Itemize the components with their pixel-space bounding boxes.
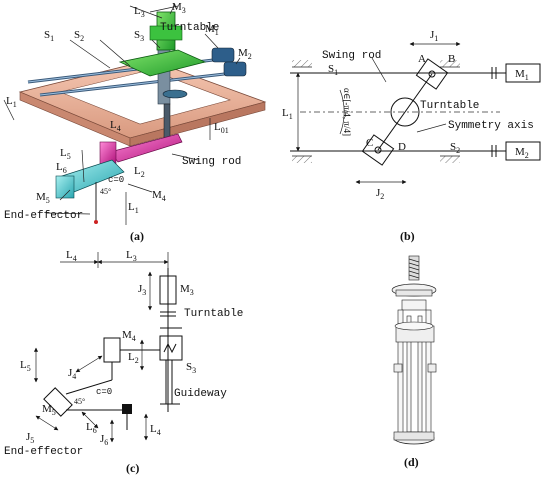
- label-b-d: D: [398, 141, 406, 153]
- label-c-l3: L3: [126, 249, 137, 263]
- label-turntable: Turntable: [160, 22, 219, 34]
- motor-m3-box: [159, 275, 177, 305]
- label-b-m1: M1: [515, 68, 529, 82]
- label-m4: M4: [152, 189, 166, 203]
- label-c-j6: J6: [100, 433, 108, 447]
- label-c-guideway: Guideway: [174, 388, 227, 400]
- label-c-c-zero: c=0: [96, 387, 112, 397]
- caption-a: (a): [130, 229, 144, 243]
- panel-c: L4 L3 J3 M3 Turntable M4 L2 S3 Guideway …: [4, 249, 243, 475]
- label-c-l4-lower: L4: [150, 423, 161, 437]
- panel-d: (d): [391, 255, 437, 469]
- label-b-c: C: [366, 137, 373, 149]
- label-l1-lower: L1: [128, 201, 139, 215]
- motor-m1: [211, 47, 235, 63]
- label-l2: L2: [134, 165, 145, 179]
- turntable-block: [159, 335, 183, 361]
- panel-b: Swing rod Turntable Symmetry axis S1 S2 …: [282, 29, 541, 243]
- label-l4: L4: [110, 119, 121, 133]
- label-l1: L1: [6, 95, 17, 109]
- label-c-m3: M3: [180, 283, 194, 297]
- label-m1: M1: [205, 23, 219, 37]
- caption-b: (b): [400, 229, 415, 243]
- motor-m2: [223, 61, 247, 77]
- label-c-j3: J3: [138, 283, 146, 297]
- label-b-b: B: [448, 53, 455, 65]
- label-b-j2: J2: [376, 187, 384, 201]
- label-c-l5: L5: [20, 359, 31, 373]
- turntable-green: [118, 49, 207, 77]
- swing-rod: [163, 103, 171, 141]
- label-s3: S3: [134, 29, 144, 43]
- label-c-s3: S3: [186, 361, 196, 375]
- label-b-s1: S1: [328, 63, 338, 77]
- label-m3: M3: [172, 1, 186, 15]
- label-c-end-effector: End-effector: [4, 446, 83, 458]
- label-b-symmetry-axis: Symmetry axis: [448, 120, 534, 132]
- label-angle45: 45°: [100, 187, 111, 196]
- label-l01: L01: [214, 121, 229, 135]
- label-l3: L3: [134, 5, 145, 19]
- label-s2: S2: [74, 29, 84, 43]
- arrow-j4: [75, 355, 103, 373]
- label-s1: S1: [44, 29, 54, 43]
- ground-hatch-top-right: [440, 60, 460, 67]
- label-end-effector: End-effector: [4, 210, 83, 222]
- label-b-l1: L1: [282, 107, 293, 121]
- lead-screw: [408, 255, 420, 281]
- label-m5: M5: [36, 191, 50, 205]
- label-c-l6: L6: [86, 421, 97, 435]
- label-c-m4: M4: [122, 329, 136, 343]
- caption-c: (c): [126, 461, 139, 475]
- label-b-m2: M2: [515, 146, 529, 160]
- motor-m4-box: [103, 337, 121, 363]
- label-b-s2: S2: [450, 141, 460, 155]
- slider-ab: [415, 58, 449, 90]
- end-effector-block: [122, 404, 132, 414]
- slider-cd: [361, 134, 395, 166]
- label-c-turntable: Turntable: [184, 308, 243, 320]
- label-c-angle45: 45°: [74, 397, 85, 406]
- label-b-j1: J1: [430, 29, 438, 43]
- label-l5: L5: [60, 147, 71, 161]
- label-b-a: A: [418, 53, 426, 65]
- swing-rod-line: [377, 73, 433, 151]
- label-c-m5: M5: [42, 403, 56, 417]
- panel-a: S1 S2 S3 M3 Turntable M1 M2 L3 L1 L01 L4…: [3, 1, 267, 243]
- ground-hatch-bot-right: [440, 156, 460, 163]
- label-b-angle-range: α∈[-π/4, π/4]: [342, 88, 352, 136]
- label-l6: L6: [56, 161, 67, 175]
- label-swing-rod: Swing rod: [182, 156, 241, 168]
- label-c-zero: c=0: [108, 175, 124, 185]
- arrow-j5: [35, 415, 59, 431]
- base-opening: [59, 69, 231, 125]
- ground-hatch-bot-left: [292, 156, 312, 163]
- label-m2: M2: [238, 47, 252, 61]
- label-c-j5: J5: [26, 431, 34, 445]
- ground-hatch-top-left: [292, 60, 312, 67]
- label-b-swing-rod: Swing rod: [322, 50, 381, 62]
- label-c-l4: L4: [66, 249, 77, 263]
- label-b-turntable: Turntable: [420, 100, 479, 112]
- caption-d: (d): [404, 455, 419, 469]
- label-c-l2: L2: [128, 351, 139, 365]
- label-c-j4: J4: [68, 367, 76, 381]
- turntable-circle: [390, 97, 420, 127]
